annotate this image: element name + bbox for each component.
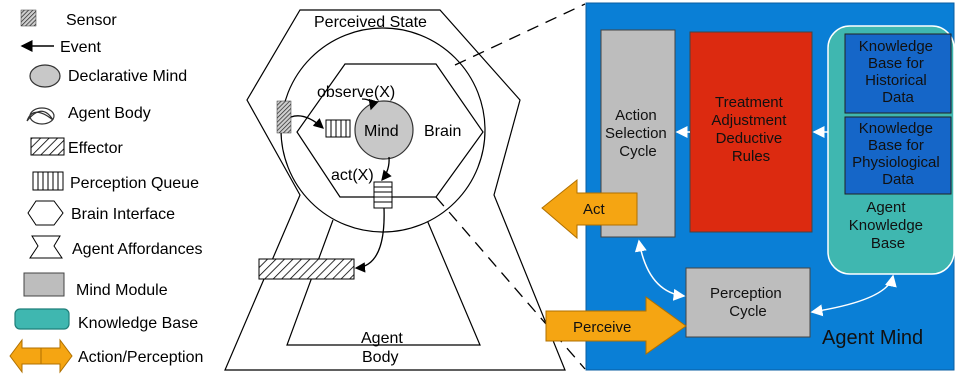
perception-to-action-arrow bbox=[634, 239, 686, 301]
brain-interface-icon bbox=[27, 200, 64, 226]
sensor-element bbox=[276, 100, 292, 134]
observe-arrow bbox=[361, 98, 379, 111]
treatment-rules-label: Treatment Adjustment Deductive Rules bbox=[711, 94, 790, 165]
legend: Sensor Event Declarative Mind Agent Body… bbox=[9, 9, 203, 374]
mind-circle bbox=[354, 100, 414, 160]
sensor-icon bbox=[20, 9, 37, 27]
legend-declarative-mind-label: Declarative Mind bbox=[68, 68, 187, 85]
agent-knowledge-base-label: Agent Knowledge Base bbox=[849, 199, 927, 252]
brain-label: Brain bbox=[424, 123, 461, 140]
perception-queue-element bbox=[325, 119, 351, 138]
action-selection-label: Action Selection Cycle bbox=[605, 107, 671, 160]
effector-element bbox=[258, 258, 355, 280]
mind-module-icon bbox=[23, 272, 65, 297]
perception-cycle-label: Perception Cycle bbox=[710, 285, 786, 320]
legend-event-label: Event bbox=[60, 39, 101, 56]
kb-historical-label: Knowledge Base for Historical Data bbox=[859, 38, 937, 106]
treatment-rules bbox=[689, 31, 813, 233]
perceived-state-label: Perceived State bbox=[314, 14, 427, 31]
legend-agent-affordances-label: Agent Affordances bbox=[72, 241, 202, 258]
kb-historical bbox=[844, 33, 952, 114]
agent-mind-title: Agent Mind bbox=[822, 327, 923, 349]
legend-effector-label: Effector bbox=[68, 140, 124, 157]
act-label: act(X) bbox=[331, 167, 374, 184]
legend-action-perception-label: Action/Perception bbox=[78, 349, 203, 366]
agent-body-icon bbox=[26, 107, 55, 125]
kb-physiological bbox=[844, 116, 952, 195]
legend-brain-interface-label: Brain Interface bbox=[71, 206, 175, 223]
sensor-to-queue-arrow bbox=[290, 115, 324, 129]
kb-physiological-label: Knowledge Base for Physiological Data bbox=[852, 120, 944, 188]
agent-affordances-outline bbox=[286, 219, 481, 346]
kb-to-perception-arrow bbox=[810, 274, 897, 317]
zoom-line-top bbox=[454, 3, 586, 66]
act-arrow-internal bbox=[381, 156, 392, 182]
agent-body-label-line2: Body bbox=[362, 349, 398, 366]
agent-body-diagram: Perceived State observe(X) Mind Brain ac… bbox=[224, 3, 586, 371]
queue-to-effector-arrow bbox=[354, 207, 385, 273]
action-queue-element bbox=[373, 181, 393, 209]
agent-mind-panel: Knowledge Base for Historical Data Knowl… bbox=[541, 2, 955, 371]
act-arrow-label: Act bbox=[583, 201, 606, 218]
mind-label: Mind bbox=[364, 123, 399, 140]
effector-icon bbox=[30, 137, 65, 156]
perception-cycle bbox=[685, 267, 811, 338]
legend-agent-body-label: Agent Body bbox=[68, 105, 151, 122]
observe-label: observe(X) bbox=[317, 84, 395, 101]
legend-mind-module-label: Mind Module bbox=[76, 282, 168, 299]
legend-sensor-label: Sensor bbox=[66, 12, 117, 29]
declarative-mind-icon bbox=[29, 64, 61, 88]
knowledge-base-icon bbox=[14, 308, 70, 330]
perception-queue-icon bbox=[32, 171, 64, 191]
legend-knowledge-base-label: Knowledge Base bbox=[78, 315, 198, 332]
perceive-arrow bbox=[545, 296, 687, 355]
agent-body-label-line1: Agent bbox=[361, 330, 403, 347]
perceive-arrow-label: Perceive bbox=[573, 319, 631, 336]
legend-perception-queue-label: Perception Queue bbox=[70, 175, 199, 192]
act-arrow bbox=[541, 178, 638, 240]
agent-affordances-icon bbox=[29, 235, 63, 259]
